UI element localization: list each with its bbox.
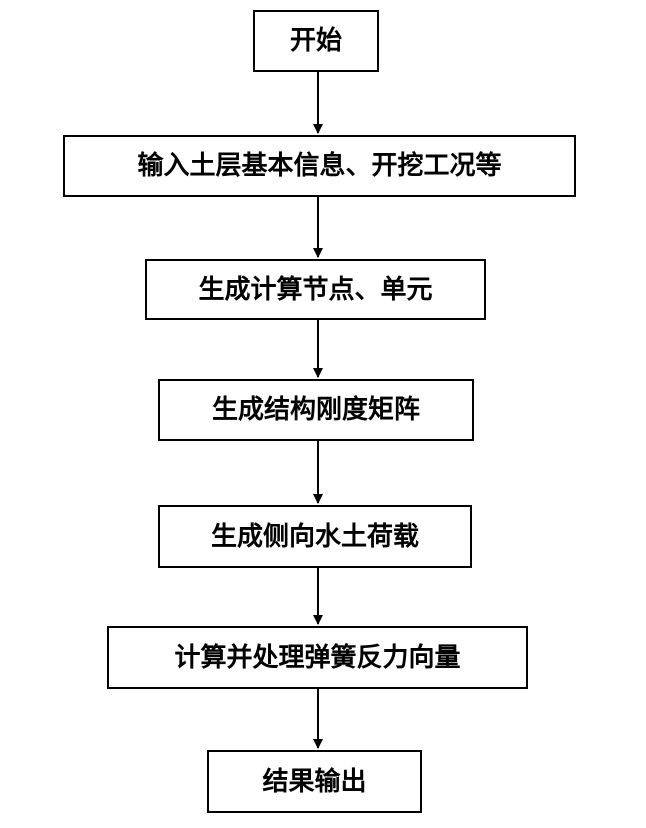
step-output-label: 结果输出 bbox=[262, 766, 367, 797]
step-input-label: 输入土层基本信息、开挖工况等 bbox=[137, 151, 502, 181]
step-lateral-load-box: 生成侧向水土荷载 bbox=[158, 505, 472, 568]
step-generate-nodes-box: 生成计算节点、单元 bbox=[145, 259, 486, 320]
step-generate-nodes-label: 生成计算节点、单元 bbox=[198, 274, 433, 305]
step-start-box: 开始 bbox=[253, 10, 379, 72]
step-input-box: 输入土层基本信息、开挖工况等 bbox=[63, 135, 576, 197]
step-stiffness-matrix-box: 生成结构刚度矩阵 bbox=[158, 379, 474, 441]
step-spring-reaction-label: 计算并处理弹簧反力向量 bbox=[174, 642, 461, 673]
step-lateral-load-label: 生成侧向水土荷载 bbox=[210, 521, 419, 552]
step-start-label: 开始 bbox=[289, 26, 342, 56]
step-spring-reaction-box: 计算并处理弹簧反力向量 bbox=[107, 626, 528, 689]
step-output-box: 结果输出 bbox=[207, 750, 422, 813]
step-stiffness-matrix-label: 生成结构刚度矩阵 bbox=[211, 395, 420, 425]
